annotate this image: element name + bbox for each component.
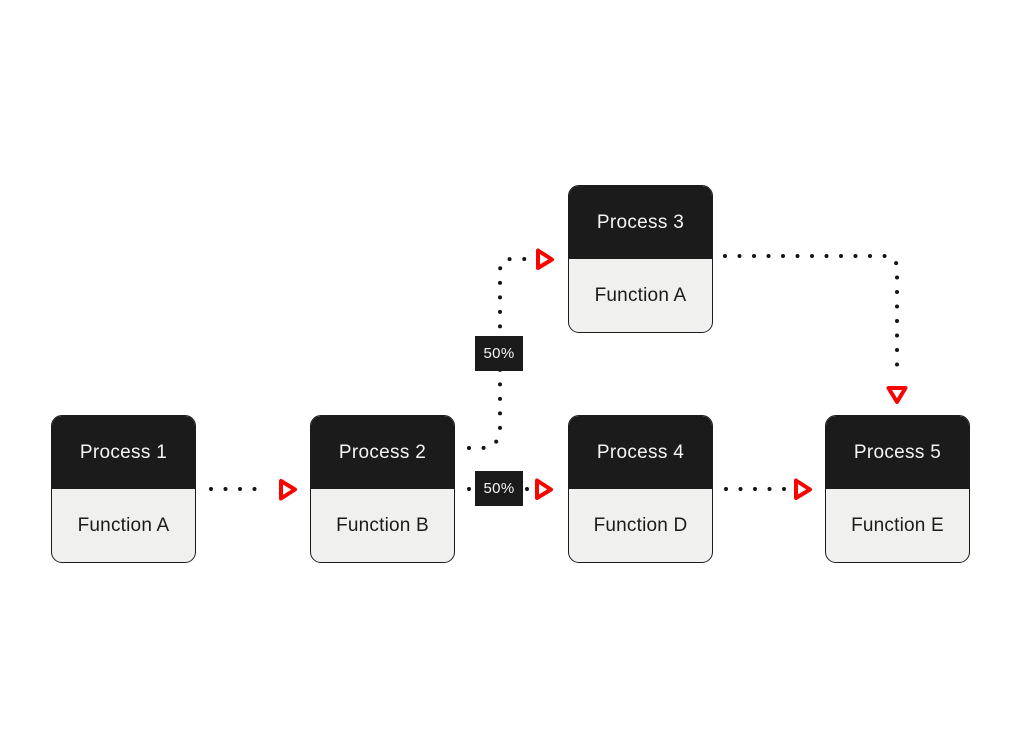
- node-process-3-function: Function A: [594, 284, 687, 306]
- node-process-5-function: Function E: [851, 514, 944, 536]
- node-process-3[interactable]: Process 3 Function A: [568, 185, 713, 333]
- arrowhead-p1-p2-right-icon: [279, 479, 297, 501]
- node-process-1-function: Function A: [77, 514, 170, 536]
- node-process-4-title: Process 4: [569, 416, 712, 489]
- arrowhead-p2-p3-right-icon: [536, 248, 554, 270]
- arrowhead-p3-p5-down-icon: [886, 386, 908, 404]
- node-process-4-function: Function D: [593, 514, 688, 536]
- node-process-2[interactable]: Process 2 Function B: [310, 415, 455, 563]
- node-process-1-title: Process 1: [52, 416, 195, 489]
- arrowhead-p2-p4-right-icon: [535, 478, 553, 500]
- node-process-3-title: Process 3: [569, 186, 712, 259]
- node-process-5[interactable]: Process 5 Function E: [825, 415, 970, 563]
- edge-label-p2-p4-badge[interactable]: 50%: [475, 471, 523, 506]
- node-process-2-function: Function B: [336, 514, 429, 536]
- node-process-2-title: Process 2: [311, 416, 454, 489]
- node-process-5-title: Process 5: [826, 416, 969, 489]
- connector-p3-p5: [723, 254, 899, 380]
- node-process-4[interactable]: Process 4 Function D: [568, 415, 713, 563]
- edge-label-p2-p3-badge[interactable]: 50%: [475, 336, 523, 371]
- arrowhead-p4-p5-right-icon: [794, 478, 812, 500]
- node-process-1[interactable]: Process 1 Function A: [51, 415, 196, 563]
